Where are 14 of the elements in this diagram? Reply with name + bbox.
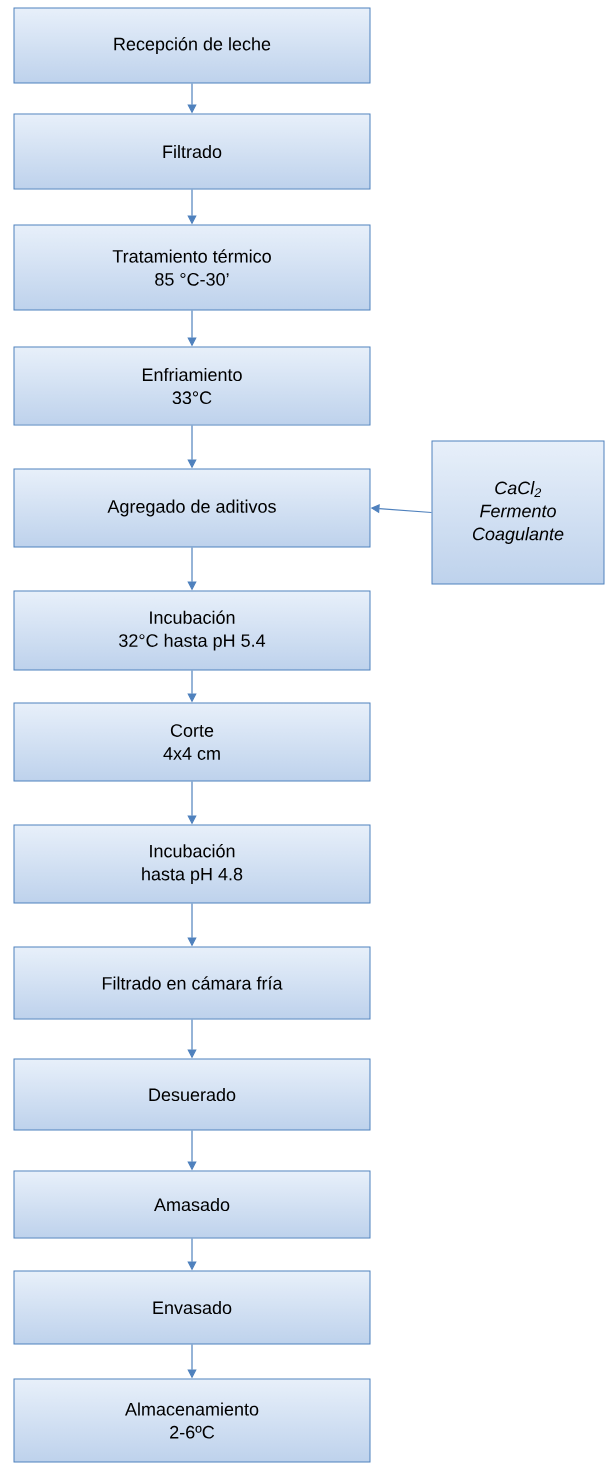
process-box: Amasado	[13, 1170, 371, 1239]
process-box: CaCl$_{2}$ Fermento Coagulante	[431, 440, 605, 585]
process-box: Enfriamiento 33°C	[13, 346, 371, 426]
process-box: Almacenamiento 2-6ºC	[13, 1378, 371, 1463]
process-box: Filtrado	[13, 113, 371, 190]
process-box: Recepción de leche	[13, 7, 371, 84]
process-box: Corte 4x4 cm	[13, 702, 371, 782]
process-box: Envasado	[13, 1270, 371, 1345]
process-box: Filtrado en cámara fría	[13, 946, 371, 1020]
process-box: Agregado de aditivos	[13, 468, 371, 548]
process-box: Tratamiento térmico 85 °C-30’	[13, 224, 371, 311]
process-box: Incubación 32°C hasta pH 5.4	[13, 590, 371, 671]
process-box: Incubación hasta pH 4.8	[13, 824, 371, 904]
process-box: Desuerado	[13, 1058, 371, 1131]
